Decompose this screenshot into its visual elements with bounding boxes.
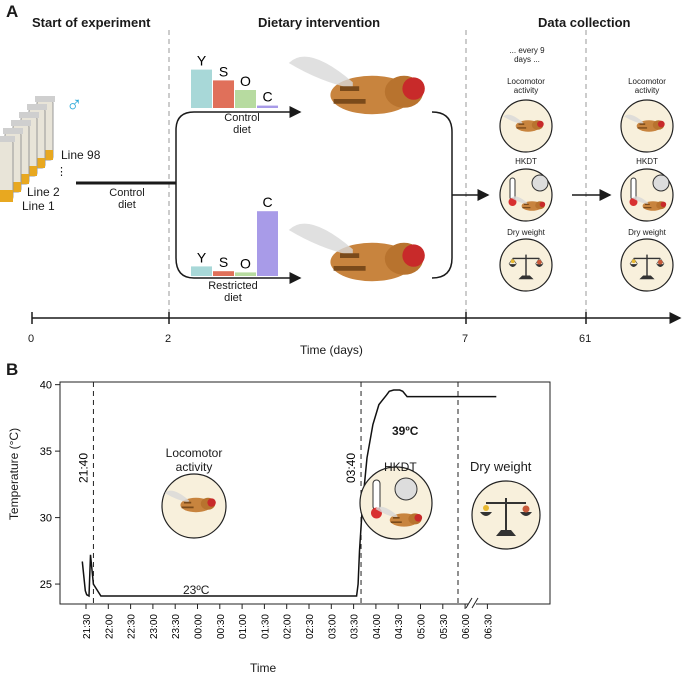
x-tick-label-6: 00:30 xyxy=(216,614,227,639)
control-diet-label: Control diet xyxy=(224,112,260,136)
section-locomotor-label: Locomotor activity xyxy=(165,446,223,474)
assay-locomotor-label-1: Locomotor activity xyxy=(507,77,545,95)
x-tick-label-3: 23:00 xyxy=(149,614,160,639)
x-tick-label-1: 22:00 xyxy=(104,614,115,639)
x-ticks: 21:30 22:00 22:30 23:00 23:30 00:00 00:30 01:00… xyxy=(82,604,494,639)
time-tick-label-7: 7 xyxy=(462,333,469,345)
plot-frame xyxy=(59,381,551,605)
male-symbol: ♂ xyxy=(66,92,83,117)
x-tick-label-14: 04:30 xyxy=(394,614,405,639)
restricted-bar-y xyxy=(191,266,212,276)
time-axis-title: Time (days) xyxy=(300,343,363,357)
x-tick-label-2: 22:30 xyxy=(127,614,138,639)
assay-dryweight-label-1: Dry weight xyxy=(507,228,545,237)
x-tick-label-18: 06:30 xyxy=(483,614,494,639)
control-bar-label-y: Y xyxy=(197,53,207,69)
x-tick-label-5: 00:00 xyxy=(194,614,205,639)
control-fly-illustration xyxy=(289,57,425,115)
time-tick-label-0: 0 xyxy=(28,333,35,345)
assay-circles-second xyxy=(620,99,674,292)
section-dryweight-label: Dry weight xyxy=(470,459,532,474)
x-tick-label-9: 02:00 xyxy=(283,614,294,639)
x-tick-label-15: 05:00 xyxy=(417,614,428,639)
x-tick-label-12: 03:30 xyxy=(350,614,361,639)
x-tick-label-13: 04:00 xyxy=(372,614,383,639)
restricted-diet-label: Restricted diet xyxy=(208,280,258,304)
assay-hkdt-label-1: HKDT xyxy=(515,157,537,166)
y-tick-label-25: 25 xyxy=(40,579,52,591)
temperature-series-line xyxy=(81,389,497,598)
restricted-fly-illustration xyxy=(289,224,425,282)
panel-b-letter: B xyxy=(6,360,19,379)
x-tick-label-0: 21:30 xyxy=(82,614,93,639)
y-axis-title: Temperature (°C) xyxy=(7,427,21,521)
assay-hkdt-label-2: HKDT xyxy=(636,157,658,166)
temperature-chart: 25 30 35 40 21:30 22:00 22:30 23:00 23:30 00:00 0… xyxy=(40,380,551,639)
y-tick-label-35: 35 xyxy=(40,446,52,458)
control-bar-o xyxy=(235,90,256,108)
time-tick-label-2: 2 xyxy=(165,333,172,345)
low-temp-annotation: 23ºC xyxy=(183,583,210,597)
control-bar-c xyxy=(257,105,278,108)
panel-a-letter: A xyxy=(6,2,19,21)
restricted-bar-label-o: O xyxy=(240,255,251,271)
control-bar-s xyxy=(213,80,234,108)
x-tick-label-16: 05:30 xyxy=(439,614,450,639)
merge-bracket xyxy=(431,111,453,279)
control-bar-y xyxy=(191,69,212,108)
restricted-bar-s xyxy=(213,271,234,276)
x-tick-label-11: 03:00 xyxy=(327,614,338,639)
y-tick-label-40: 40 xyxy=(40,380,52,392)
section-data-title: Data collection xyxy=(538,15,631,30)
x-tick-label-8: 01:30 xyxy=(260,614,271,639)
x-axis-title: Time xyxy=(250,661,277,675)
restricted-bar-o xyxy=(235,272,256,276)
every-9-days-label: ... every 9 days ... xyxy=(509,46,545,64)
control-bar-label-c: C xyxy=(262,89,272,105)
restricted-bar-label-c: C xyxy=(262,194,272,210)
axis-break-mark-2 xyxy=(471,597,479,609)
x-tick-label-10: 02:30 xyxy=(305,614,316,639)
x-tick-label-7: 01:00 xyxy=(238,614,249,639)
section-hkdt-label: HKDT xyxy=(384,460,417,474)
restricted-branch-arrow xyxy=(175,183,302,284)
restricted-bar-label-s: S xyxy=(219,254,228,270)
control-bar-label-s: S xyxy=(219,63,228,79)
high-temp-annotation: 39ºC xyxy=(392,424,419,438)
fly-vials-illustration xyxy=(0,96,55,202)
section-start-title: Start of experiment xyxy=(32,15,151,30)
restricted-bar-label-y: Y xyxy=(197,249,207,265)
assay-dryweight-label-2: Dry weight xyxy=(628,228,666,237)
locomotor-circle-illustration xyxy=(161,473,227,539)
hkdt-circle-illustration xyxy=(359,466,433,540)
marker-label-0: 21:40 xyxy=(76,453,90,483)
control-bar-label-o: O xyxy=(240,73,251,89)
x-tick-label-17: 06:00 xyxy=(461,614,472,639)
section-diet-title: Dietary intervention xyxy=(258,15,381,30)
control-branch-arrow xyxy=(175,106,302,183)
time-tick-label-61: 61 xyxy=(579,333,592,345)
line-98-label: Line 98 xyxy=(61,148,101,162)
line-1-label: Line 1 xyxy=(22,199,55,213)
y-tick-label-30: 30 xyxy=(40,513,52,525)
x-tick-label-4: 23:30 xyxy=(171,614,182,639)
restricted-bar-c xyxy=(257,211,278,276)
line-dots: ⋮ xyxy=(56,166,67,178)
dryweight-circle-illustration xyxy=(471,480,541,550)
y-ticks: 25 30 35 40 xyxy=(40,380,60,591)
axis-break-mark-1 xyxy=(465,597,473,609)
marker-label-1: 03:40 xyxy=(344,453,358,483)
line-2-label: Line 2 xyxy=(27,185,60,199)
assay-circles-first xyxy=(499,99,553,292)
assay-locomotor-label-2: Locomotor activity xyxy=(628,77,666,95)
control-path-label: Control diet xyxy=(109,187,145,211)
axis-break-gap xyxy=(468,598,476,610)
